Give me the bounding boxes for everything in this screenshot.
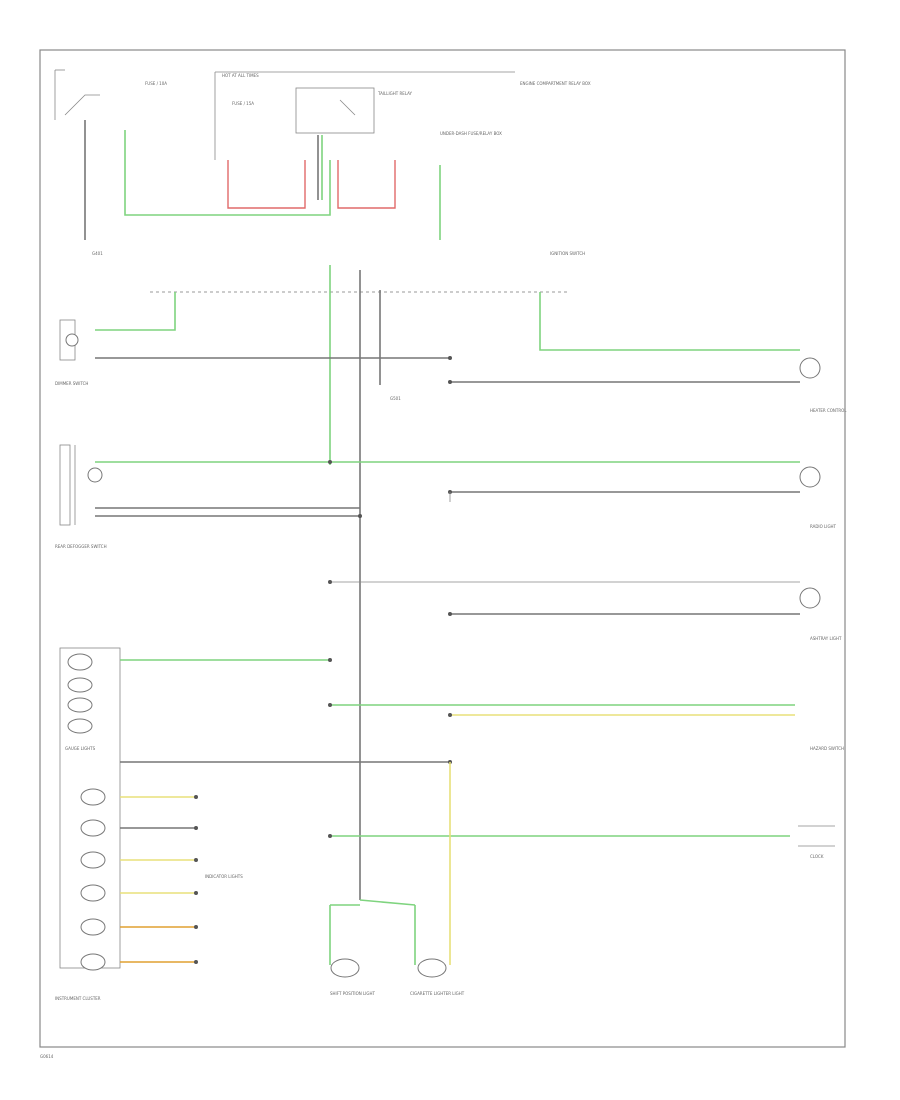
shift-light-right-label: CIGARETTE LIGHTER LIGHT — [410, 991, 465, 996]
connector-bus: IGNITION SWITCH G501 — [95, 251, 800, 900]
diagram-border — [39, 49, 846, 1048]
ignition-switch-label: IGNITION SWITCH — [550, 251, 585, 256]
bottom-lights: SHIFT POSITION LIGHT CIGARETTE LIGHTER L… — [329, 762, 465, 996]
top-fuse-section: FUSE / 10A HOT AT ALL TIMES FUSE / 15A T… — [54, 69, 591, 256]
relay-box-label: ENGINE COMPARTMENT RELAY BOX — [520, 81, 591, 86]
radio-section: RADIO LIGHT REAR DEFOGGER SWITCH — [55, 444, 837, 549]
dimmer-switch: DIMMER SWITCH HEATER CONTROL — [55, 319, 847, 413]
hazard-clock-section: HAZARD SWITCH CLOCK — [328, 703, 844, 859]
ground-1-label: G401 — [92, 251, 103, 256]
taillight-relay-box — [295, 87, 375, 134]
taillight-relay-label: TAILLIGHT RELAY — [377, 91, 413, 96]
instrument-cluster: GAUGE LIGHTS INSTRUMENT CLUSTER INDICATO… — [55, 647, 452, 1001]
instrument-cluster-label: INSTRUMENT CLUSTER — [55, 996, 101, 1001]
shift-light-bulb-left — [330, 958, 360, 978]
radio-light-label: RADIO LIGHT — [810, 524, 837, 529]
hazard-switch-label: HAZARD SWITCH — [810, 746, 844, 751]
radio-light-bulb — [799, 466, 821, 488]
fuse-block-label: UNDER-DASH FUSE/RELAY BOX — [440, 131, 502, 136]
ground-2-label: G501 — [390, 396, 401, 401]
heater-control-bulb — [799, 357, 821, 379]
fuse-15a-label: FUSE / 15A — [232, 101, 254, 106]
ashtray-light-label: ASHTRAY LIGHT — [810, 636, 842, 641]
indicator-lights-label: INDICATOR LIGHTS — [205, 874, 243, 879]
rear-defog-label: REAR DEFOGGER SWITCH — [55, 544, 107, 549]
fuse-top-left-label: FUSE / 10A — [145, 81, 167, 86]
gauge-lights-label: GAUGE LIGHTS — [65, 746, 96, 751]
shift-light-left-label: SHIFT POSITION LIGHT — [330, 991, 376, 996]
heater-control-label: HEATER CONTROL — [810, 408, 847, 413]
clock-label: CLOCK — [810, 854, 824, 859]
diagram-code: G0614 — [40, 1054, 54, 1059]
shift-light-bulb-right — [417, 958, 447, 978]
ashtray-light-bulb — [799, 587, 821, 609]
dimmer-label: DIMMER SWITCH — [55, 381, 88, 386]
ashtray-section: ASHTRAY LIGHT — [328, 580, 842, 641]
hot-at-all-times-label: HOT AT ALL TIMES — [222, 73, 259, 78]
